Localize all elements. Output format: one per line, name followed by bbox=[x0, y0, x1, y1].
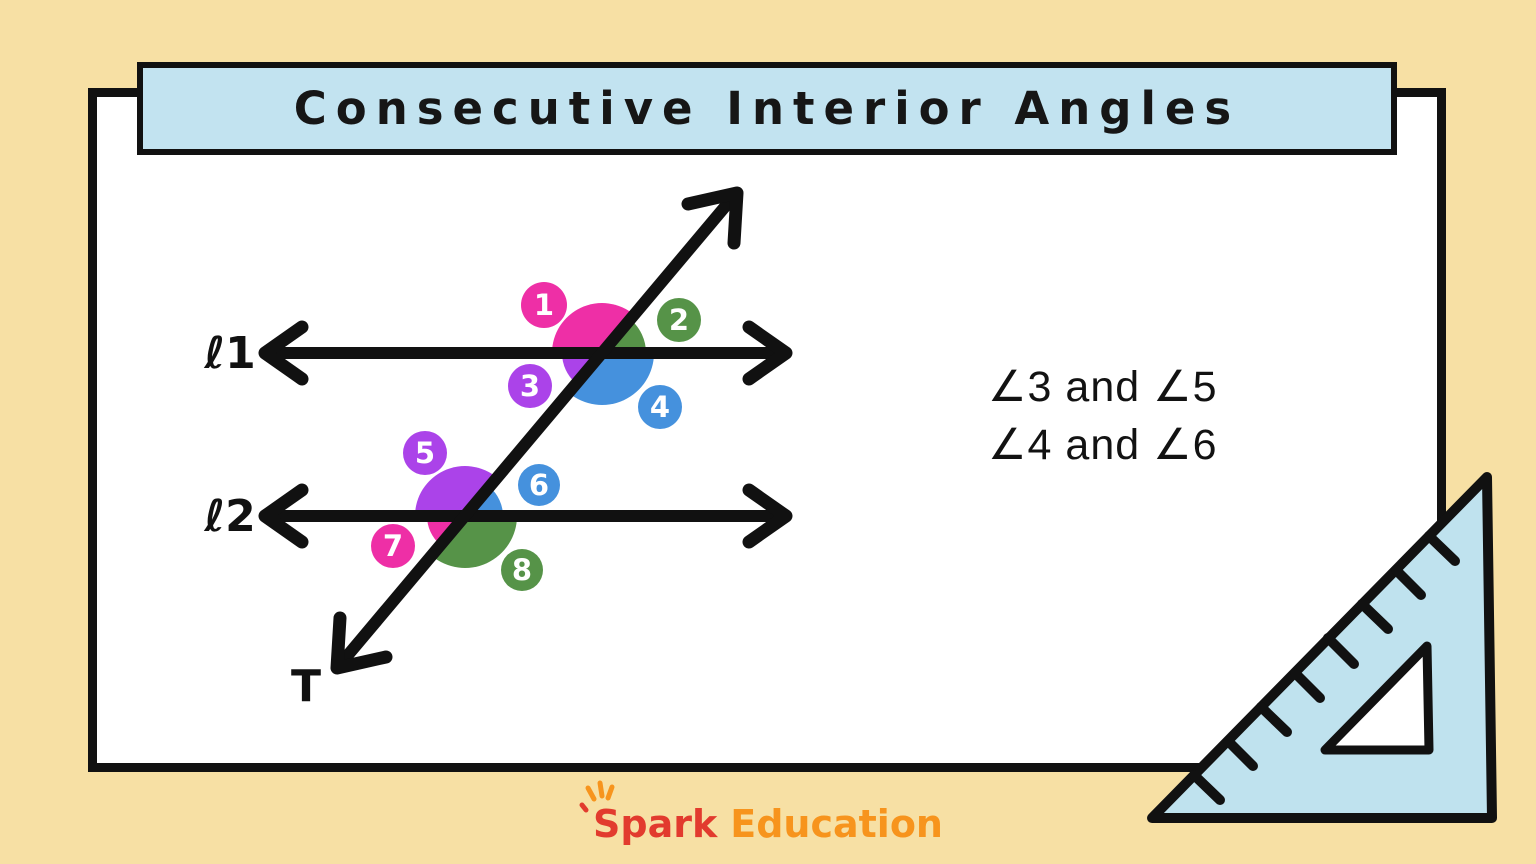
upper-intersection-wedges bbox=[552, 303, 654, 405]
angle-badge-7-label: 7 bbox=[383, 529, 403, 563]
ruler-inner-hole bbox=[1320, 641, 1434, 755]
page-title: Consecutive Interior Angles bbox=[293, 82, 1241, 135]
wedge-angle-5 bbox=[415, 466, 498, 516]
title-banner: Consecutive Interior Angles bbox=[137, 62, 1397, 155]
wedge-angle-8 bbox=[431, 516, 517, 568]
logo-spark-word: Spark bbox=[579, 780, 718, 846]
angle-pairs-text: ∠3 and ∠5 ∠4 and ∠6 bbox=[988, 358, 1218, 474]
angle-badges: 1 2 3 4 5 6 7 8 bbox=[371, 282, 701, 591]
spark-education-logo: Spark Education bbox=[579, 780, 943, 846]
angle-badge-2 bbox=[657, 298, 701, 342]
angle-pair-1: ∠3 and ∠5 bbox=[988, 363, 1218, 411]
angle-badge-2-label: 2 bbox=[669, 303, 689, 337]
line2-label: ℓ2 bbox=[203, 491, 255, 542]
angle-badge-4-label: 4 bbox=[650, 390, 670, 424]
set-square-ruler-illustration bbox=[1147, 472, 1497, 823]
angle-badge-1 bbox=[521, 282, 567, 328]
arrowhead-l1-right bbox=[742, 320, 793, 386]
wedge-angle-4 bbox=[568, 353, 654, 405]
angle-badge-7 bbox=[371, 524, 415, 568]
angle-badge-5 bbox=[403, 431, 447, 475]
logo-education-word: Education bbox=[730, 802, 943, 846]
arrowhead-transversal-bottom bbox=[330, 611, 393, 675]
wedge-angle-1 bbox=[552, 303, 635, 353]
line1-label: ℓ1 bbox=[203, 328, 255, 379]
angle-pair-2: ∠4 and ∠6 bbox=[988, 421, 1218, 469]
parallel-line-2 bbox=[258, 483, 793, 549]
logo-spark-text: Spark bbox=[593, 802, 718, 846]
angle-badge-1-label: 1 bbox=[534, 288, 554, 322]
arrowhead-l2-left bbox=[258, 483, 309, 549]
ruler-tick-marks bbox=[1189, 531, 1460, 805]
transversal-label: T bbox=[291, 661, 321, 712]
angle-badge-5-label: 5 bbox=[415, 436, 435, 470]
transversal-line bbox=[330, 186, 744, 675]
angle-badge-6-label: 6 bbox=[529, 468, 549, 502]
arrowhead-transversal-top bbox=[681, 186, 744, 250]
spark-rays-icon bbox=[579, 780, 615, 813]
angle-badge-6 bbox=[518, 464, 560, 506]
angle-badge-4 bbox=[638, 385, 682, 429]
arrowhead-l1-left bbox=[258, 320, 309, 386]
arrowhead-l2-right bbox=[742, 483, 793, 549]
angle-badge-8 bbox=[501, 549, 543, 591]
parallel-line-1 bbox=[258, 320, 793, 386]
angle-badge-8-label: 8 bbox=[512, 553, 532, 587]
ruler-triangle bbox=[1147, 472, 1497, 823]
angle-badge-3-label: 3 bbox=[520, 369, 540, 403]
angle-badge-3 bbox=[508, 364, 552, 408]
